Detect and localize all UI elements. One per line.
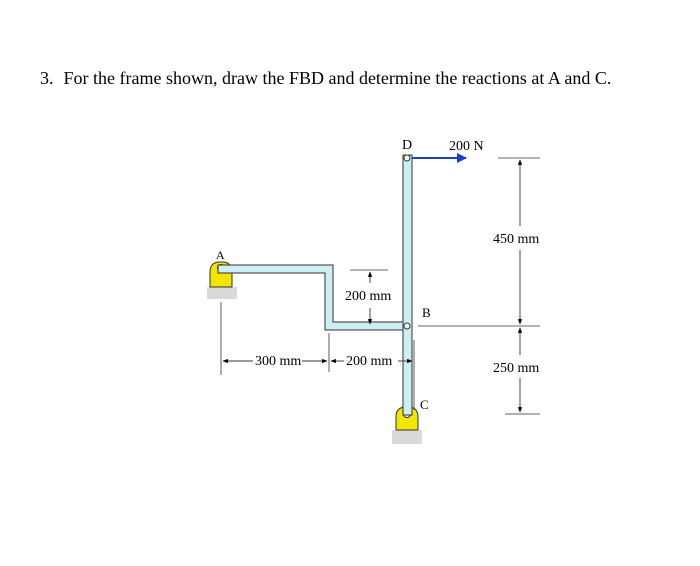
- problem-text: For the frame shown, draw the FBD and de…: [63, 68, 612, 88]
- problem-statement: 3. For the frame shown, draw the FBD and …: [40, 68, 611, 89]
- problem-number: 3.: [40, 68, 54, 88]
- pin-d: [403, 154, 411, 162]
- label-a: A: [216, 248, 225, 262]
- pin-b: [403, 322, 411, 330]
- ground-pad-c: [392, 430, 422, 444]
- dim-label-horizontal-right: 200 mm: [346, 354, 392, 369]
- ground-pad-a: [207, 287, 237, 299]
- dim-label-vertical-drop: 200 mm: [345, 289, 391, 304]
- dim-label-horizontal-left: 300 mm: [255, 354, 301, 369]
- dim-label-vertical-top: 450 mm: [493, 232, 539, 247]
- label-d: D: [402, 138, 412, 153]
- load-label: 200 N: [449, 139, 484, 154]
- label-b: B: [422, 305, 431, 320]
- label-c: C: [420, 397, 429, 412]
- dim-label-vertical-bottom: 250 mm: [493, 361, 539, 376]
- vertical-member-dc: [402, 154, 413, 416]
